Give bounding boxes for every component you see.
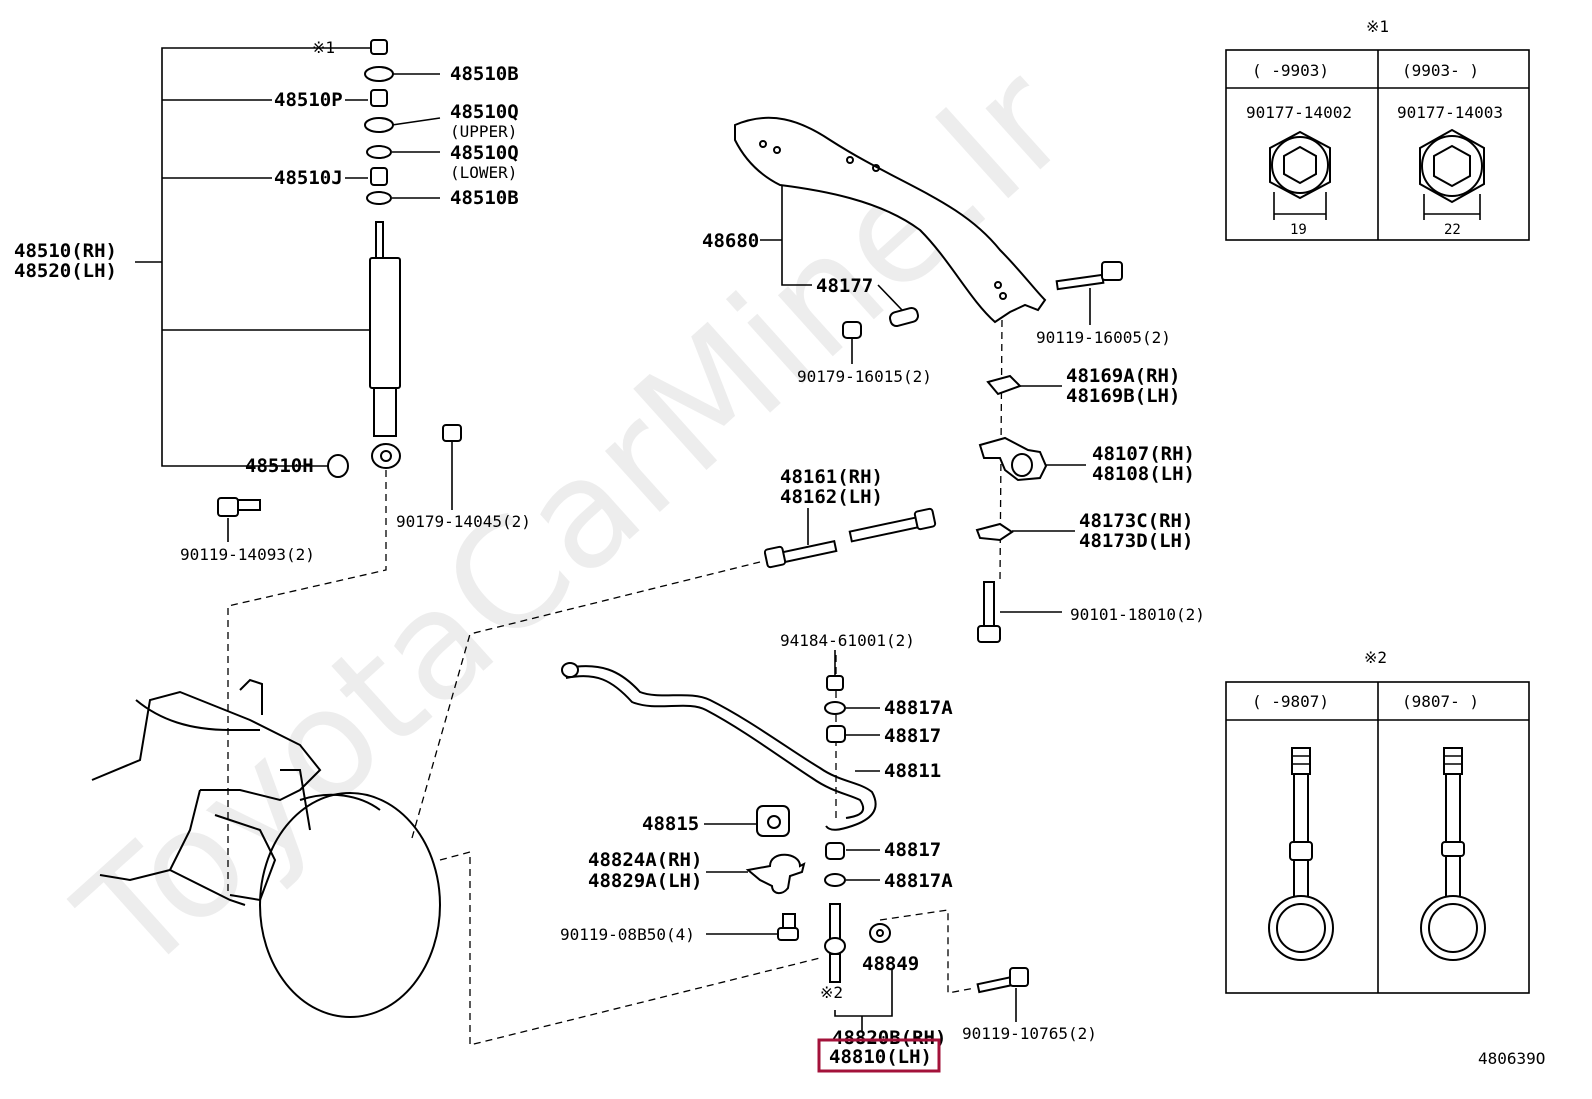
bushing-48510P [370, 89, 388, 107]
bolt-icon [977, 581, 1001, 643]
label-48817-top: 48817 [884, 725, 941, 747]
label-48510H: 48510H [245, 455, 314, 477]
inset1-col1-size: 19 [1290, 222, 1307, 238]
label-48510Q-lower: 48510Q [450, 142, 519, 164]
hex-nut-icon [1419, 128, 1485, 220]
nut-icon [826, 675, 844, 691]
label-48817-bottom: 48817 [884, 839, 941, 861]
bushing-48510H [327, 454, 349, 478]
label-48510P: 48510P [274, 89, 343, 111]
stabilizer-bar-icon [561, 662, 877, 831]
cushion-48817-bottom [825, 842, 845, 860]
label-48849: 48849 [862, 953, 919, 975]
inset1-col2-part: 90177-14003 [1397, 103, 1503, 122]
star2-ref-label: ※2 [820, 983, 843, 1002]
bolt-icon [976, 967, 1029, 994]
label-90119-14093: 90119-14093(2) [180, 545, 315, 564]
shim-48173-icon [975, 522, 1014, 542]
watermark: ToyotaCarMine.Ir [47, 34, 1100, 1007]
retainer-48817A-top [824, 701, 846, 715]
nut-icon [442, 424, 462, 510]
bushing-48849-icon [869, 923, 891, 943]
label-48815: 48815 [642, 813, 699, 835]
bolt-icon [1055, 261, 1123, 325]
inset1-col1-range: ( -9903) [1252, 61, 1329, 80]
reference-code: 480639O [1478, 1049, 1545, 1068]
label-94184-61001: 94184-61001(2) [780, 631, 915, 650]
shock-absorber-icon [369, 221, 401, 469]
label-48510Q-upper: 48510Q [450, 101, 519, 123]
label-48510B-bottom: 48510B [450, 187, 519, 209]
label-48510J: 48510J [274, 167, 343, 189]
label-48824A-rh: 48824A(RH) [588, 849, 702, 871]
label-48173D-lh: 48173D(LH) [1079, 530, 1193, 552]
inset2-col2-range: (9807- ) [1402, 692, 1479, 711]
label-90119-10765: 90119-10765(2) [962, 1024, 1097, 1043]
label-48169B-lh: 48169B(LH) [1066, 385, 1180, 407]
label-48811: 48811 [884, 760, 941, 782]
label-48173C-rh: 48173C(RH) [1079, 510, 1193, 532]
bolt-icon [217, 497, 261, 542]
label-90119-16005: 90119-16005(2) [1036, 328, 1171, 347]
label-48817A-bottom: 48817A [884, 870, 953, 892]
label-90179-14045: 90179-14045(2) [396, 512, 531, 531]
label-48161-rh: 48161(RH) [780, 466, 883, 488]
pin-48161-icon [763, 507, 937, 569]
label-48162-lh: 48162(LH) [780, 486, 883, 508]
inset1-col2-range: (9903- ) [1402, 61, 1479, 80]
label-lower: (LOWER) [450, 163, 517, 182]
axle-housing-outline [91, 678, 441, 1018]
star1-ref-label: ※1 [312, 38, 335, 57]
label-48810-lh[interactable]: 48810(LH) [829, 1046, 932, 1068]
cushion-48817-top [826, 725, 846, 743]
label-48680: 48680 [702, 230, 759, 252]
retainer-48817A-bottom [824, 873, 846, 887]
label-48520-lh: 48520(LH) [14, 260, 117, 282]
link-rod-icon [1268, 747, 1334, 961]
inset1-col2-size: 22 [1444, 222, 1461, 238]
retainer-48510B-bottom [366, 191, 392, 205]
label-48820B-rh: 48820B(RH) [832, 1027, 946, 1049]
nut-icon [842, 321, 862, 364]
label-90101-18010: 90101-18010(2) [1070, 605, 1205, 624]
hex-nut-icon [1269, 130, 1331, 220]
label-48829A-lh: 48829A(LH) [588, 870, 702, 892]
inset2-marker: ※2 [1364, 648, 1387, 667]
label-48510B-top: 48510B [450, 63, 519, 85]
inset-star2: ※2 ( -9807) (9807- ) [1225, 648, 1530, 994]
cushion-48510Q-lower [366, 145, 392, 159]
label-48510-rh: 48510(RH) [14, 240, 117, 262]
retainer-48510B-top [364, 66, 394, 82]
inset1-marker: ※1 [1366, 17, 1389, 36]
bracket-48824A-icon [745, 853, 806, 894]
label-48107-rh: 48107(RH) [1092, 443, 1195, 465]
highlight-box [817, 1038, 941, 1073]
plate-48169-icon [986, 374, 1022, 396]
label-48817A-top: 48817A [884, 697, 953, 719]
inset1-col1-part: 90177-14002 [1246, 103, 1352, 122]
inset2-col1-range: ( -9807) [1252, 692, 1329, 711]
cushion-48510Q-upper [364, 117, 394, 133]
inset-star1: ※1 ( -9903) (9903- ) 90177-14002 90177-1… [1225, 17, 1530, 241]
nut-icon [370, 39, 388, 55]
stabilizer-link-icon [824, 903, 846, 983]
bushing-48510J [370, 167, 388, 186]
bolt-icon [777, 913, 799, 941]
label-48169A-rh: 48169A(RH) [1066, 365, 1180, 387]
label-90179-16015: 90179-16015(2) [797, 367, 932, 386]
bracket-48107-icon [978, 436, 1048, 482]
label-90119-08B50: 90119-08B50(4) [560, 925, 695, 944]
link-rod-icon [1420, 747, 1486, 961]
bushing-48815-icon [756, 805, 790, 837]
label-48108-lh: 48108(LH) [1092, 463, 1195, 485]
bracket-48680-icon [734, 116, 1047, 324]
label-48177: 48177 [816, 275, 873, 297]
pin-48177 [889, 306, 919, 328]
shock-absorber-group [135, 39, 462, 895]
label-upper: (UPPER) [450, 122, 517, 141]
